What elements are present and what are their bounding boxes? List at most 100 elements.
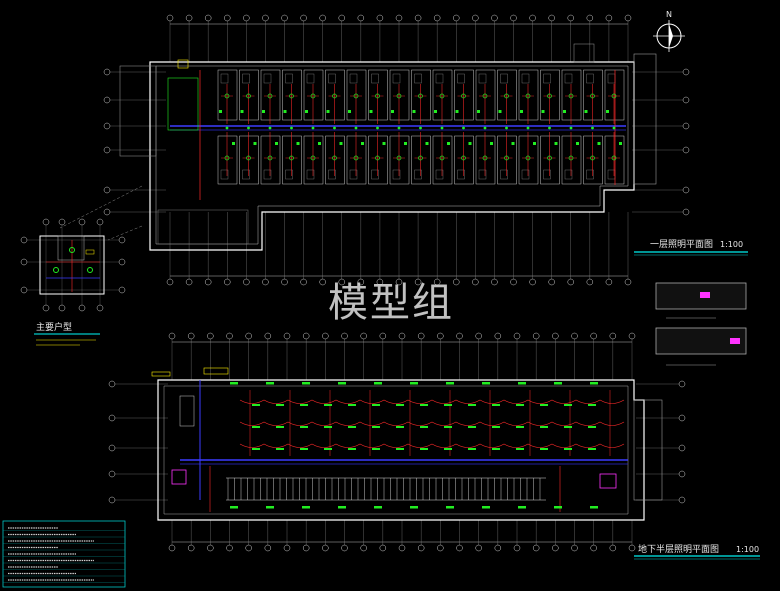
axis-bubble [166, 278, 174, 286]
upper-room-north [583, 69, 603, 121]
north-compass: N [653, 10, 685, 52]
lower-light-fixture [540, 404, 548, 406]
axis-bubble [379, 544, 387, 552]
axis-bubble [609, 332, 617, 340]
axis-bubble [678, 414, 686, 422]
axis-bubble [300, 14, 307, 22]
upper-room-bath [564, 169, 573, 180]
axis-bubble [494, 544, 502, 552]
lower-light-fixture [348, 448, 356, 450]
axis-bubble [302, 544, 310, 552]
lower-light-fixture [374, 506, 382, 509]
axis-bubble [678, 380, 686, 388]
axis-bubble [168, 544, 176, 552]
axis-bubble [417, 544, 425, 552]
lower-light-fixture [324, 426, 332, 428]
axis-bubble [552, 332, 559, 340]
axis-bubble [586, 278, 594, 286]
upper-light-fixture [439, 155, 445, 161]
lower-light-fixture [516, 426, 524, 428]
axis-bubble [548, 14, 555, 22]
axis-bubble [529, 14, 536, 22]
lower-light-fixture [420, 404, 428, 406]
upper-room-south [604, 135, 625, 185]
axis-bubble [338, 278, 345, 286]
upper-stair-core [167, 77, 199, 131]
lower-plan-scale: 1:100 [736, 545, 759, 554]
axis-bubble [678, 444, 686, 452]
lower-light-fixture [446, 382, 454, 385]
upper-room-bath [435, 73, 444, 84]
upper-room-north [411, 69, 431, 121]
upper-room-south [475, 135, 496, 185]
upper-corridor-light [225, 126, 229, 130]
upper-switch [305, 110, 308, 113]
upper-switch [253, 142, 257, 145]
lower-light-fixture [468, 404, 476, 406]
lower-light-fixture [554, 506, 562, 509]
lower-light-fixture [252, 426, 260, 428]
upper-corridor-light [612, 126, 616, 130]
axis-bubble [207, 544, 214, 552]
axis-bubble [628, 332, 636, 340]
axis-bubble [341, 332, 348, 340]
axis-bubble [456, 544, 463, 552]
compass-arrow-icon [669, 24, 673, 48]
upper-switch [563, 110, 566, 113]
section-detail-2-tag [730, 338, 740, 344]
axis-bubble [243, 278, 250, 286]
axis-bubble [108, 496, 116, 504]
axis-bubble [357, 14, 365, 22]
upper-room-north [239, 69, 259, 121]
lower-light-fixture [420, 448, 428, 450]
upper-room-north [604, 69, 625, 121]
upper-room-bath [521, 169, 530, 180]
axis-bubble [510, 278, 517, 286]
axis-bubble [264, 332, 272, 340]
upper-room-south [389, 135, 410, 185]
upper-switch [533, 142, 536, 145]
upper-corridor-light [569, 126, 573, 130]
axis-bubble [494, 332, 502, 340]
axis-bubble [453, 278, 460, 286]
upper-switch [447, 142, 450, 145]
lower-panel-tag-2 [151, 371, 171, 377]
axis-bubble [302, 332, 310, 340]
upper-switch [262, 110, 265, 113]
lower-light-fixture [540, 448, 548, 450]
lower-light-fixture [588, 426, 596, 428]
upper-room-south [432, 135, 453, 185]
upper-room-bath [328, 169, 336, 180]
upper-switch [511, 142, 515, 145]
lower-light-fixture [338, 382, 346, 385]
lower-light-fixture [444, 426, 452, 428]
lower-plan-title-block: 地下半层照明平面图 1:100 [634, 543, 760, 560]
axis-bubble [437, 332, 444, 340]
lower-light-fixture [324, 448, 332, 450]
axis-bubble [264, 544, 272, 552]
upper-corridor-light [548, 126, 551, 130]
upper-switch [240, 110, 244, 113]
axis-bubble [379, 332, 387, 340]
upper-room-bath [349, 169, 358, 180]
axis-bubble [376, 14, 384, 22]
upper-light-fixture [332, 155, 337, 161]
axis-bubble [341, 544, 348, 552]
axis-bubble [433, 278, 441, 286]
upper-switch [425, 142, 429, 145]
axis-bubble [398, 332, 406, 340]
upper-switch [382, 142, 386, 145]
upper-room-north [561, 69, 582, 121]
detail-leader-line-b [107, 225, 143, 241]
upper-room-bath [392, 73, 401, 84]
upper-room-bath [220, 73, 229, 84]
upper-plan-title-block: 一层照明平面图 1:100 [634, 239, 748, 256]
upper-switch [455, 110, 459, 113]
axis-bubble [491, 278, 498, 286]
lower-light-fixture [492, 404, 500, 406]
axis-bubble [103, 96, 111, 104]
upper-room-north [325, 69, 345, 121]
upper-room-north [346, 69, 367, 121]
upper-switch [434, 110, 437, 113]
lower-light-fixture [374, 382, 382, 385]
